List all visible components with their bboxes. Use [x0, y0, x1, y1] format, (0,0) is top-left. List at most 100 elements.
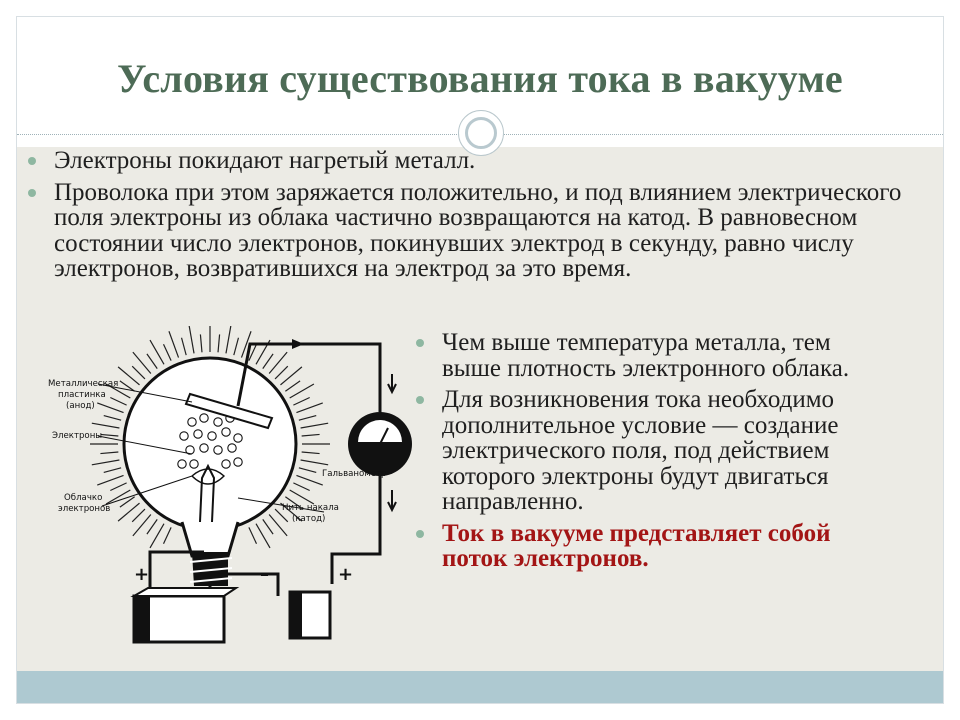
list-item: Электроны покидают нагретый металл. [26, 148, 906, 174]
glow-ray [119, 380, 135, 392]
electron [193, 429, 203, 439]
list-item-text: Чем выше температура металла, тем выше п… [442, 329, 850, 382]
bullet-dot-icon [28, 188, 36, 197]
glow-ray [262, 519, 274, 535]
glow-ray [300, 422, 329, 429]
glow-ray [274, 365, 289, 380]
list-item: Для возникновения тока необходимо дополн… [414, 387, 894, 515]
battery-left-side [134, 596, 150, 642]
current-arrow-icon [387, 490, 397, 513]
divider-circle-ornament [458, 110, 504, 156]
galvanometer-needle [379, 427, 389, 445]
glow-ray [293, 396, 310, 406]
bullet-dot-icon [416, 396, 424, 404]
label-leader-lines [97, 383, 325, 513]
glow-ray [149, 339, 165, 365]
glow-ray [132, 514, 152, 537]
glow-ray [162, 344, 172, 361]
battery-right-side [290, 592, 302, 638]
electron [177, 459, 187, 469]
label-cathode: Нить накала [282, 503, 339, 513]
glow-ray [117, 366, 140, 386]
list-item: Чем выше температура металла, тем выше п… [414, 330, 894, 381]
electron [187, 417, 197, 427]
glow-ray [97, 474, 124, 486]
glow-ray [248, 344, 258, 361]
glow-ray [180, 337, 187, 356]
label-electrons: Электроны [52, 431, 102, 441]
slide-title: Условия существования тока в вакууме [117, 56, 843, 101]
glow-ray [132, 351, 152, 374]
glow-ray [105, 489, 131, 505]
glow-ray [100, 433, 119, 437]
list-item-emphasis: Ток в вакууме представляет собой поток э… [414, 520, 894, 572]
current-arrow-icon [387, 374, 397, 395]
glow-ray [117, 502, 140, 522]
sign-plus: + [338, 564, 353, 585]
glow-ray [97, 402, 124, 414]
glow-ray [91, 422, 120, 429]
galvanometer-dial [358, 420, 402, 442]
electron [233, 433, 243, 443]
electron [199, 443, 209, 453]
glow-ray [168, 331, 180, 358]
glow-ray [280, 502, 303, 522]
label-anode: Металлическая [48, 379, 118, 389]
sign-minus: – [260, 564, 269, 585]
list-item: Проволока при этом заряжается положитель… [26, 178, 906, 282]
footer-bar [17, 671, 943, 703]
glow-ray [240, 331, 252, 358]
electron [199, 413, 209, 423]
glow-ray [248, 527, 258, 544]
bullet-dot-icon [416, 529, 424, 538]
glow-ray [285, 380, 301, 392]
sign-minus: – [216, 564, 225, 585]
list-item-text: Электроны покидают нагретый металл. [54, 147, 476, 174]
glow-ray [146, 353, 158, 369]
electron [179, 431, 189, 441]
glow-ray [255, 523, 271, 549]
electron [213, 417, 223, 427]
glow-ray [131, 365, 146, 380]
vacuum-tube-circuit-diagram: Металлическая пластинка (анод) Электроны… [48, 326, 412, 644]
glow-ray [119, 496, 135, 508]
glow-ray [268, 514, 288, 537]
glow-ray [300, 459, 329, 466]
bulb-glow-rays [90, 326, 330, 549]
vacuum-bulb [122, 356, 298, 532]
label-galvanometer: Гальванометр [322, 469, 387, 479]
bullet-list-right: Чем выше температура металла, тем выше п… [414, 330, 894, 578]
bullet-list-top: Электроны покидают нагретый металл. Пров… [26, 148, 906, 288]
wire-cathode-to-battery [210, 572, 280, 596]
electron [213, 445, 223, 455]
glow-ray [298, 414, 317, 421]
glow-ray [268, 351, 288, 374]
current-arrow-icon [292, 339, 304, 349]
wire-meter-to-battery [330, 476, 382, 584]
wire-anode-to-meter [236, 342, 382, 412]
glow-ray [162, 527, 172, 544]
glow-ray [225, 326, 232, 354]
glow-ray [298, 467, 317, 474]
glow-ray [217, 334, 221, 353]
glow-ray [149, 523, 165, 549]
glow-ray [110, 482, 127, 492]
label-electron-cloud: Облачко [64, 493, 102, 503]
electron [227, 443, 237, 453]
glow-ray [285, 496, 301, 508]
electron [221, 427, 231, 437]
battery-left-top [130, 587, 240, 597]
glow-ray [110, 396, 127, 406]
filament-cathode [199, 463, 216, 523]
glow-ray [293, 482, 310, 492]
glow-ray [289, 489, 315, 505]
socket-threads [189, 557, 233, 583]
bullet-dot-icon [416, 339, 424, 347]
list-item-text: Проволока при этом заряжается положитель… [54, 178, 902, 282]
glow-ray [199, 334, 203, 353]
electron [207, 431, 217, 441]
glow-ray [91, 459, 120, 466]
label-anode: (анод) [66, 401, 95, 411]
electron [189, 459, 199, 469]
filament-loop [191, 468, 226, 485]
